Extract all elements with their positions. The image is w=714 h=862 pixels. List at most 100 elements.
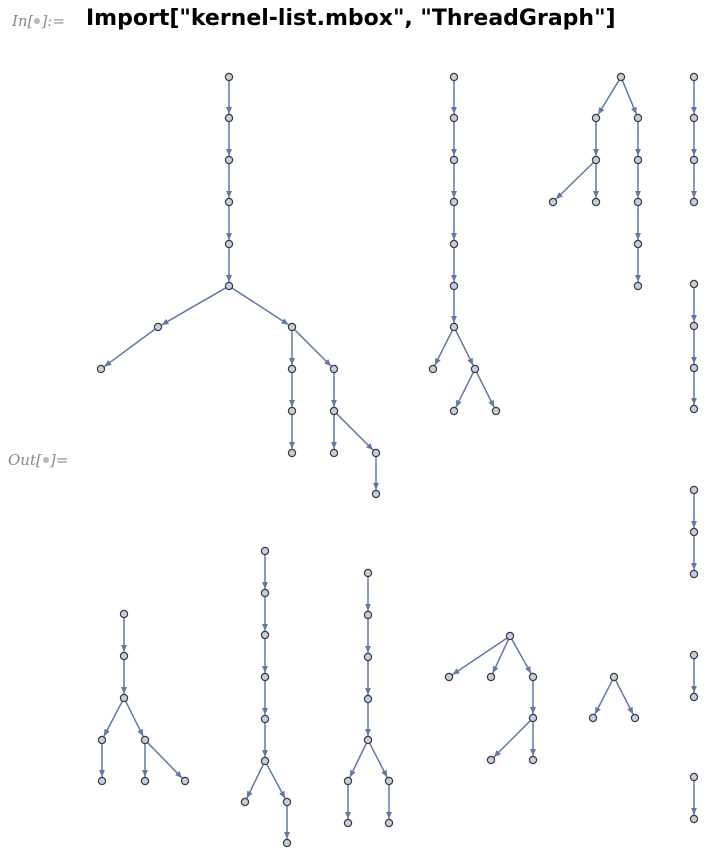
graph-edge [555,161,594,200]
cell-number-placeholder-icon [34,18,41,24]
graph-vertex [119,609,129,619]
graph-vertex [528,672,538,682]
graph-vertex [97,735,107,745]
graph-vertex [287,448,297,458]
graph-vertex [633,239,643,249]
graph-edge [368,742,388,778]
graph-edge [336,413,374,451]
graph-vertex [224,155,234,165]
graph-vertex [548,197,558,207]
graph-vertex [371,489,381,499]
graph-vertex [343,818,353,828]
graph-vertex [363,568,373,578]
graph-edge [493,720,531,758]
graph-vertex [449,406,459,416]
graph-vertex [444,672,454,682]
graph-edge [455,371,475,408]
graph-edge [349,742,368,778]
graph-edge [597,79,620,115]
graph-vertex [371,448,381,458]
graph-vertex [224,72,234,82]
graph-edge [454,329,474,366]
graph-vertex [119,693,129,703]
graph-vertex [689,155,699,165]
graph-vertex [363,652,373,662]
graph-vertex [689,404,699,414]
cell-number-placeholder-icon [42,457,49,463]
graph-edge [621,80,638,115]
graph-vertex [588,713,598,723]
graph-vertex [260,756,270,766]
graph-vertex [689,363,699,373]
graph-vertex [689,569,699,579]
graph-vertex [224,113,234,123]
graph-vertex [689,485,699,495]
output-label-suffix: ]= [49,451,69,469]
graph-vertex [689,113,699,123]
graph-edge [246,763,265,799]
graph-edge [511,638,532,674]
graph-vertex [97,776,107,786]
graph-vertex [449,155,459,165]
graph-edge [103,328,156,368]
graph-edge [614,679,634,715]
input-cell-label: In[ ]:= [12,12,65,30]
graph-edge [594,679,614,715]
graph-vertex [384,818,394,828]
graph-vertex [449,197,459,207]
graph-vertex [260,546,270,556]
graph-vertex [363,735,373,745]
graph-vertex [689,814,699,824]
graph-edge [266,763,286,799]
graph-vertex [591,197,601,207]
graph-vertex [260,630,270,640]
graph-vertex [689,321,699,331]
graph-vertex [260,588,270,598]
graph-vertex [282,797,292,807]
graph-vertex [329,448,339,458]
graph-vertex [224,281,234,291]
graph-vertex [591,113,601,123]
graph-vertex [363,694,373,704]
graph-edge [161,287,227,326]
graph-edge [146,742,183,779]
output-label-prefix: Out[ [8,451,42,469]
graph-vertex [633,197,643,207]
graph-vertex [609,672,619,682]
graph-vertex [689,279,699,289]
graph-edge [103,700,123,737]
input-label-prefix: In[ [12,12,34,30]
graph-edge [475,371,495,408]
graph-vertex [428,364,438,374]
graph-edge [434,329,454,366]
graph-vertex [287,364,297,374]
input-label-suffix: ]:= [41,12,65,30]
graph-vertex [630,713,640,723]
graph-edge [451,637,508,676]
input-code[interactable]: Import["kernel-list.mbox", "ThreadGraph"… [86,6,616,31]
graph-vertex [140,735,150,745]
graph-vertex [449,72,459,82]
graph-vertex [343,776,353,786]
graph-vertex [528,755,538,765]
graph-edge [492,638,510,674]
graph-vertex [449,113,459,123]
graph-vertex [224,197,234,207]
graph-vertex [689,772,699,782]
graph-vertex [491,406,501,416]
graph-vertex [153,322,163,332]
graph-vertex [449,281,459,291]
graph-vertex [505,631,515,641]
graph-vertex [140,776,150,786]
graph-vertex [240,797,250,807]
graph-vertex [616,72,626,82]
graph-edge [124,700,144,737]
graph-vertex [260,672,270,682]
graph-vertex [689,692,699,702]
graph-vertex [329,364,339,374]
graph-vertex [260,714,270,724]
graph-vertex [384,776,394,786]
graph-vertex [633,155,643,165]
graph-vertex [363,610,373,620]
